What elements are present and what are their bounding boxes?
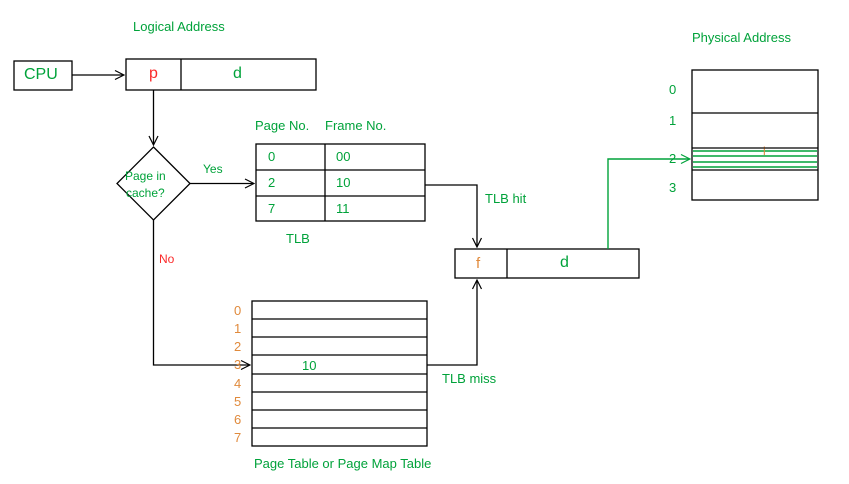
cpu-label: CPU [24,66,58,83]
physical-memory-highlighted-value: i [763,144,766,158]
physical-memory-index-0: 0 [669,82,677,97]
physical-memory-index-1: 1 [669,113,677,128]
page-table-index-5: 5 [234,394,242,409]
logical-address-page-field: p [149,65,158,82]
physical-address-title: Physical Address [692,30,791,45]
page-table-caption: Page Table or Page Map Table [254,456,432,471]
tlb-row-1-frame: 10 [336,175,351,190]
page-table-index-3: 3 [234,357,242,372]
arrow-tlb-miss-to-frame [427,281,477,366]
page-table-index-1: 1 [234,321,242,336]
tlb-row-0-page: 0 [268,149,276,164]
tlb-miss-label: TLB miss [442,371,497,386]
physical-memory-index-2: 2 [669,151,677,166]
tlb-caption: TLB [286,231,310,246]
page-table-index-7: 7 [234,430,242,445]
logical-address-offset-field: d [233,65,242,82]
arrow-frame-to-physical-memory [607,159,689,249]
physical-memory-box [691,69,819,201]
page-table-box [251,300,428,447]
tlb-row-1-page: 2 [268,175,276,190]
decision-diamond [116,146,191,221]
tlb-header-frame-no: Frame No. [325,118,387,133]
physical-address-frame-field: f [476,255,481,272]
logical-address-title: Logical Address [133,19,225,34]
decision-no-label: No [159,252,175,266]
page-table-index-4: 4 [234,376,242,391]
page-table-entry-3: 10 [302,358,317,373]
physical-address-offset-field: d [560,254,569,271]
tlb-hit-label: TLB hit [485,191,527,206]
page-table-index-2: 2 [234,339,242,354]
decision-yes-label: Yes [203,162,223,176]
decision-label-line1: Page in [125,169,166,183]
tlb-header-page-no: Page No. [255,118,310,133]
tlb-row-0-frame: 00 [336,149,351,164]
arrow-tlb-hit-to-frame [425,184,477,246]
page-table-index-6: 6 [234,412,242,427]
tlb-row-2-page: 7 [268,201,276,216]
physical-memory-index-3: 3 [669,180,677,195]
decision-label-line2: cache? [126,186,165,200]
tlb-row-2-frame: 11 [336,201,350,216]
page-table-index-0: 0 [234,303,242,318]
physical-address-box [454,248,640,279]
